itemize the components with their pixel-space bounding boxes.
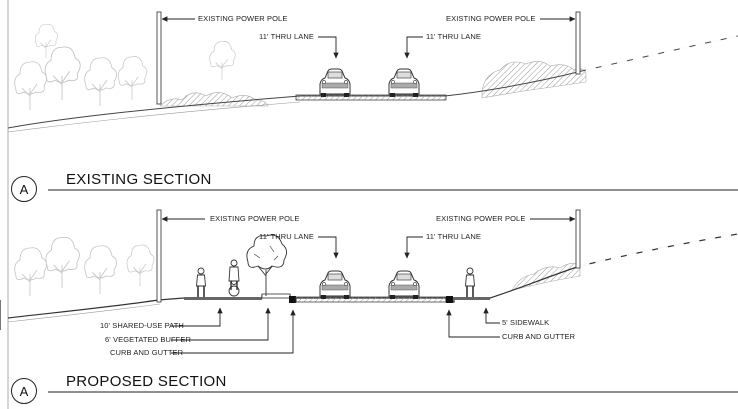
proposed-background-trees (14, 236, 155, 297)
proposed-car-left (319, 270, 351, 300)
buffer-tree (246, 234, 287, 296)
proposed-road-surface (295, 296, 447, 303)
sidewalk-label: 5' SIDEWALK (502, 318, 550, 327)
existing-section (7, 0, 738, 409)
existing-power-pole-right (575, 11, 581, 75)
existing-car-left (319, 68, 351, 98)
proposed-power-pole-right (575, 209, 581, 269)
vegetated-buffer-label: 6' VEGETATED BUFFER (105, 335, 191, 344)
proposed-thru-lane-left-label: 11' THRU LANE (259, 232, 314, 241)
sidewalk-surface (453, 297, 490, 300)
proposed-power-pole-left-label: EXISTING POWER POLE (210, 214, 300, 223)
existing-thru-lane-left-label: 11' THRU LANE (259, 32, 314, 41)
curb-and-gutter-right-label: CURB AND GUTTER (502, 332, 576, 341)
existing-road-surface (295, 94, 447, 101)
existing-section-marker: A (11, 176, 37, 202)
proposed-section-title: PROPOSED SECTION (66, 373, 227, 390)
proposed-power-pole-right-label: EXISTING POWER POLE (436, 214, 526, 223)
proposed-car-right (388, 270, 420, 300)
existing-ground-line (7, 35, 738, 129)
proposed-section-marker: A (11, 378, 37, 404)
existing-power-pole-right-label: EXISTING POWER POLE (446, 14, 536, 23)
existing-power-pole-left-label: EXISTING POWER POLE (198, 14, 288, 23)
existing-section-title: EXISTING SECTION (66, 171, 212, 188)
curb-left (289, 296, 296, 303)
existing-thru-lane-right-label: 11' THRU LANE (426, 32, 481, 41)
cyclist (228, 259, 240, 297)
proposed-ground-line (7, 233, 738, 319)
existing-shrubs-left (159, 92, 269, 107)
existing-power-pole-left (156, 11, 162, 105)
shared-use-path-label: 10' SHARED-USE PATH (100, 321, 184, 330)
existing-car-right (388, 68, 420, 98)
proposed-section (7, 209, 738, 393)
pedestrian-shared-use-path (195, 267, 207, 298)
pedestrian-sidewalk (464, 267, 476, 298)
proposed-power-pole-left (156, 209, 162, 303)
proposed-thru-lane-right-label: 11' THRU LANE (426, 232, 481, 241)
existing-shrubs-right (481, 61, 587, 99)
curb-and-gutter-left-label: CURB AND GUTTER (110, 348, 184, 357)
shared-use-path-surface (184, 297, 262, 300)
curb-right (446, 296, 453, 303)
proposed-shrubs-right (511, 263, 581, 291)
